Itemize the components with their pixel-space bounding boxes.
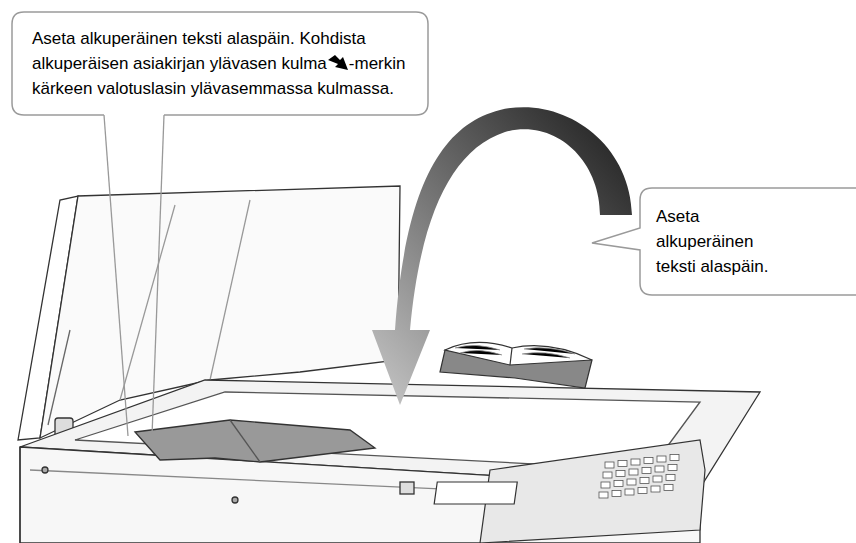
callout-outline bbox=[592, 188, 856, 295]
panel-button bbox=[618, 461, 627, 467]
panel-button bbox=[670, 455, 679, 461]
control-panel bbox=[434, 440, 705, 543]
panel-button bbox=[616, 471, 625, 477]
panel-button bbox=[655, 466, 664, 472]
callout-text: Aseta alkuperäinen teksti alaspäin. Kohd… bbox=[32, 29, 366, 73]
panel-button bbox=[666, 475, 675, 481]
book-open bbox=[440, 342, 592, 388]
callout-box: Aseta alkuperäinen teksti alaspäin. bbox=[640, 188, 856, 295]
panel-button bbox=[603, 472, 612, 478]
panel-button bbox=[627, 479, 636, 485]
panel-button bbox=[668, 465, 677, 471]
panel-button bbox=[664, 485, 673, 491]
flip-arrow bbox=[372, 107, 632, 405]
panel-button bbox=[644, 458, 653, 464]
panel-button bbox=[657, 456, 666, 462]
panel-button bbox=[614, 481, 623, 487]
panel-button bbox=[612, 491, 621, 497]
callout-box: Aseta alkuperäinen teksti alaspäin. Kohd… bbox=[12, 12, 428, 115]
panel-button bbox=[601, 482, 610, 488]
panel-button bbox=[599, 492, 608, 498]
callout-text: Aseta alkuperäinen teksti alaspäin. bbox=[656, 207, 768, 276]
panel-button bbox=[631, 459, 640, 465]
callout-text: Aseta alkuperäinen teksti alaspäin. Kohd… bbox=[32, 26, 408, 101]
panel-button bbox=[651, 486, 660, 492]
leader-line bbox=[104, 115, 164, 436]
callout-outline bbox=[12, 12, 428, 115]
callout-text: Aseta alkuperäinen teksti alaspäin. bbox=[656, 204, 792, 279]
corner-mark-icon bbox=[327, 54, 349, 71]
copier-body bbox=[20, 380, 760, 543]
panel-button bbox=[605, 462, 614, 468]
panel-button bbox=[642, 468, 651, 474]
panel-button bbox=[629, 469, 638, 475]
book-on-glass bbox=[135, 420, 375, 462]
panel-button bbox=[638, 488, 647, 494]
panel-button bbox=[625, 489, 634, 495]
panel-button bbox=[640, 478, 649, 484]
panel-button bbox=[653, 476, 662, 482]
